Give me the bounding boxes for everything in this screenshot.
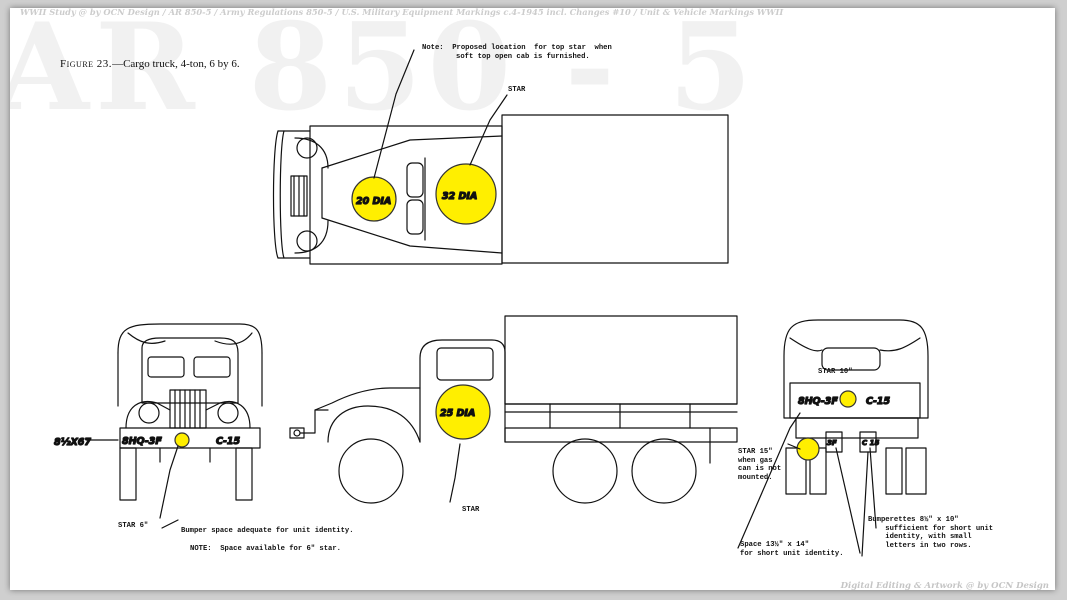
- top-star-note-line-2: soft top open cab is furnished.: [456, 53, 590, 61]
- front-size-text: 8½X67: [54, 437, 91, 448]
- top-bed-dia-text: 32 DIA: [442, 191, 477, 202]
- rear-bumperette-right-text: C 15: [862, 439, 879, 447]
- rear-bumper-left-text: 8HQ-3F: [798, 396, 838, 407]
- front-bumper-right-text: C-15: [216, 436, 241, 447]
- rear-bumperettes-note: Bumperettes 8½" x 10" sufficient for sho…: [868, 516, 994, 550]
- top-star-leader: [469, 94, 508, 166]
- rear-bumperette-left-text: 3F: [827, 439, 837, 447]
- top-view-truck: [272, 49, 729, 265]
- front-star-label: STAR 6": [118, 522, 149, 530]
- rear-star-15-circle: [796, 437, 820, 461]
- rear-star-10-label: STAR 10": [818, 368, 853, 376]
- top-view-cargo-bed: [501, 114, 729, 264]
- figure-label: Figure 23.: [60, 58, 113, 70]
- rear-star-15-label: STAR 15" when gas can is not mounted.: [738, 448, 782, 482]
- truck-diagram: 20 DIA 32 DIA: [53, 49, 929, 557]
- rear-space-note: Space 13½" x 14" for short unit identity…: [740, 541, 844, 558]
- document-page: AR 850 - 5 WWII Study @ by OCN Design / …: [10, 8, 1055, 590]
- front-bumper-left-text: 8HQ-3F: [122, 436, 162, 447]
- figure-caption-text: —Cargo truck, 4-ton, 6 by 6.: [112, 58, 240, 70]
- top-cab-dia-text: 20 DIA: [356, 196, 391, 207]
- side-mid-wheel: [552, 438, 618, 504]
- figure-caption: Figure 23.—Cargo truck, 4-ton, 6 by 6.: [60, 58, 240, 70]
- side-dia-text: 25 DIA: [440, 408, 475, 419]
- rear-view-truck: [737, 319, 929, 557]
- rear-star-10-circle: [839, 390, 857, 408]
- top-bed-star-circle: [435, 163, 497, 225]
- watermark-top: WWII Study @ by OCN Design / AR 850-5 / …: [20, 8, 784, 17]
- watermark-large: AR 850 - 5: [10, 8, 758, 138]
- front-space-note: NOTE: Space available for 6" star.: [190, 545, 341, 553]
- side-star-label: STAR: [462, 506, 480, 514]
- front-star-circle: [174, 432, 190, 448]
- side-star-circle: [435, 384, 491, 440]
- front-bumper-note: Bumper space adequate for unit identity.: [181, 527, 354, 535]
- side-rear-wheel: [631, 438, 697, 504]
- watermark-bottom: Digital Editing & Artwork @ by OCN Desig…: [840, 581, 1049, 590]
- side-front-wheel: [338, 438, 404, 504]
- side-canvas-cover: [504, 315, 738, 405]
- side-view-truck: [289, 315, 738, 504]
- top-star-note-line-1: Note: Proposed location for top star whe…: [422, 44, 612, 52]
- front-view-truck: [85, 323, 263, 529]
- top-note-leader: [373, 49, 415, 179]
- rear-bumper-right-text: C-15: [866, 396, 891, 407]
- top-star-label: STAR: [508, 86, 526, 94]
